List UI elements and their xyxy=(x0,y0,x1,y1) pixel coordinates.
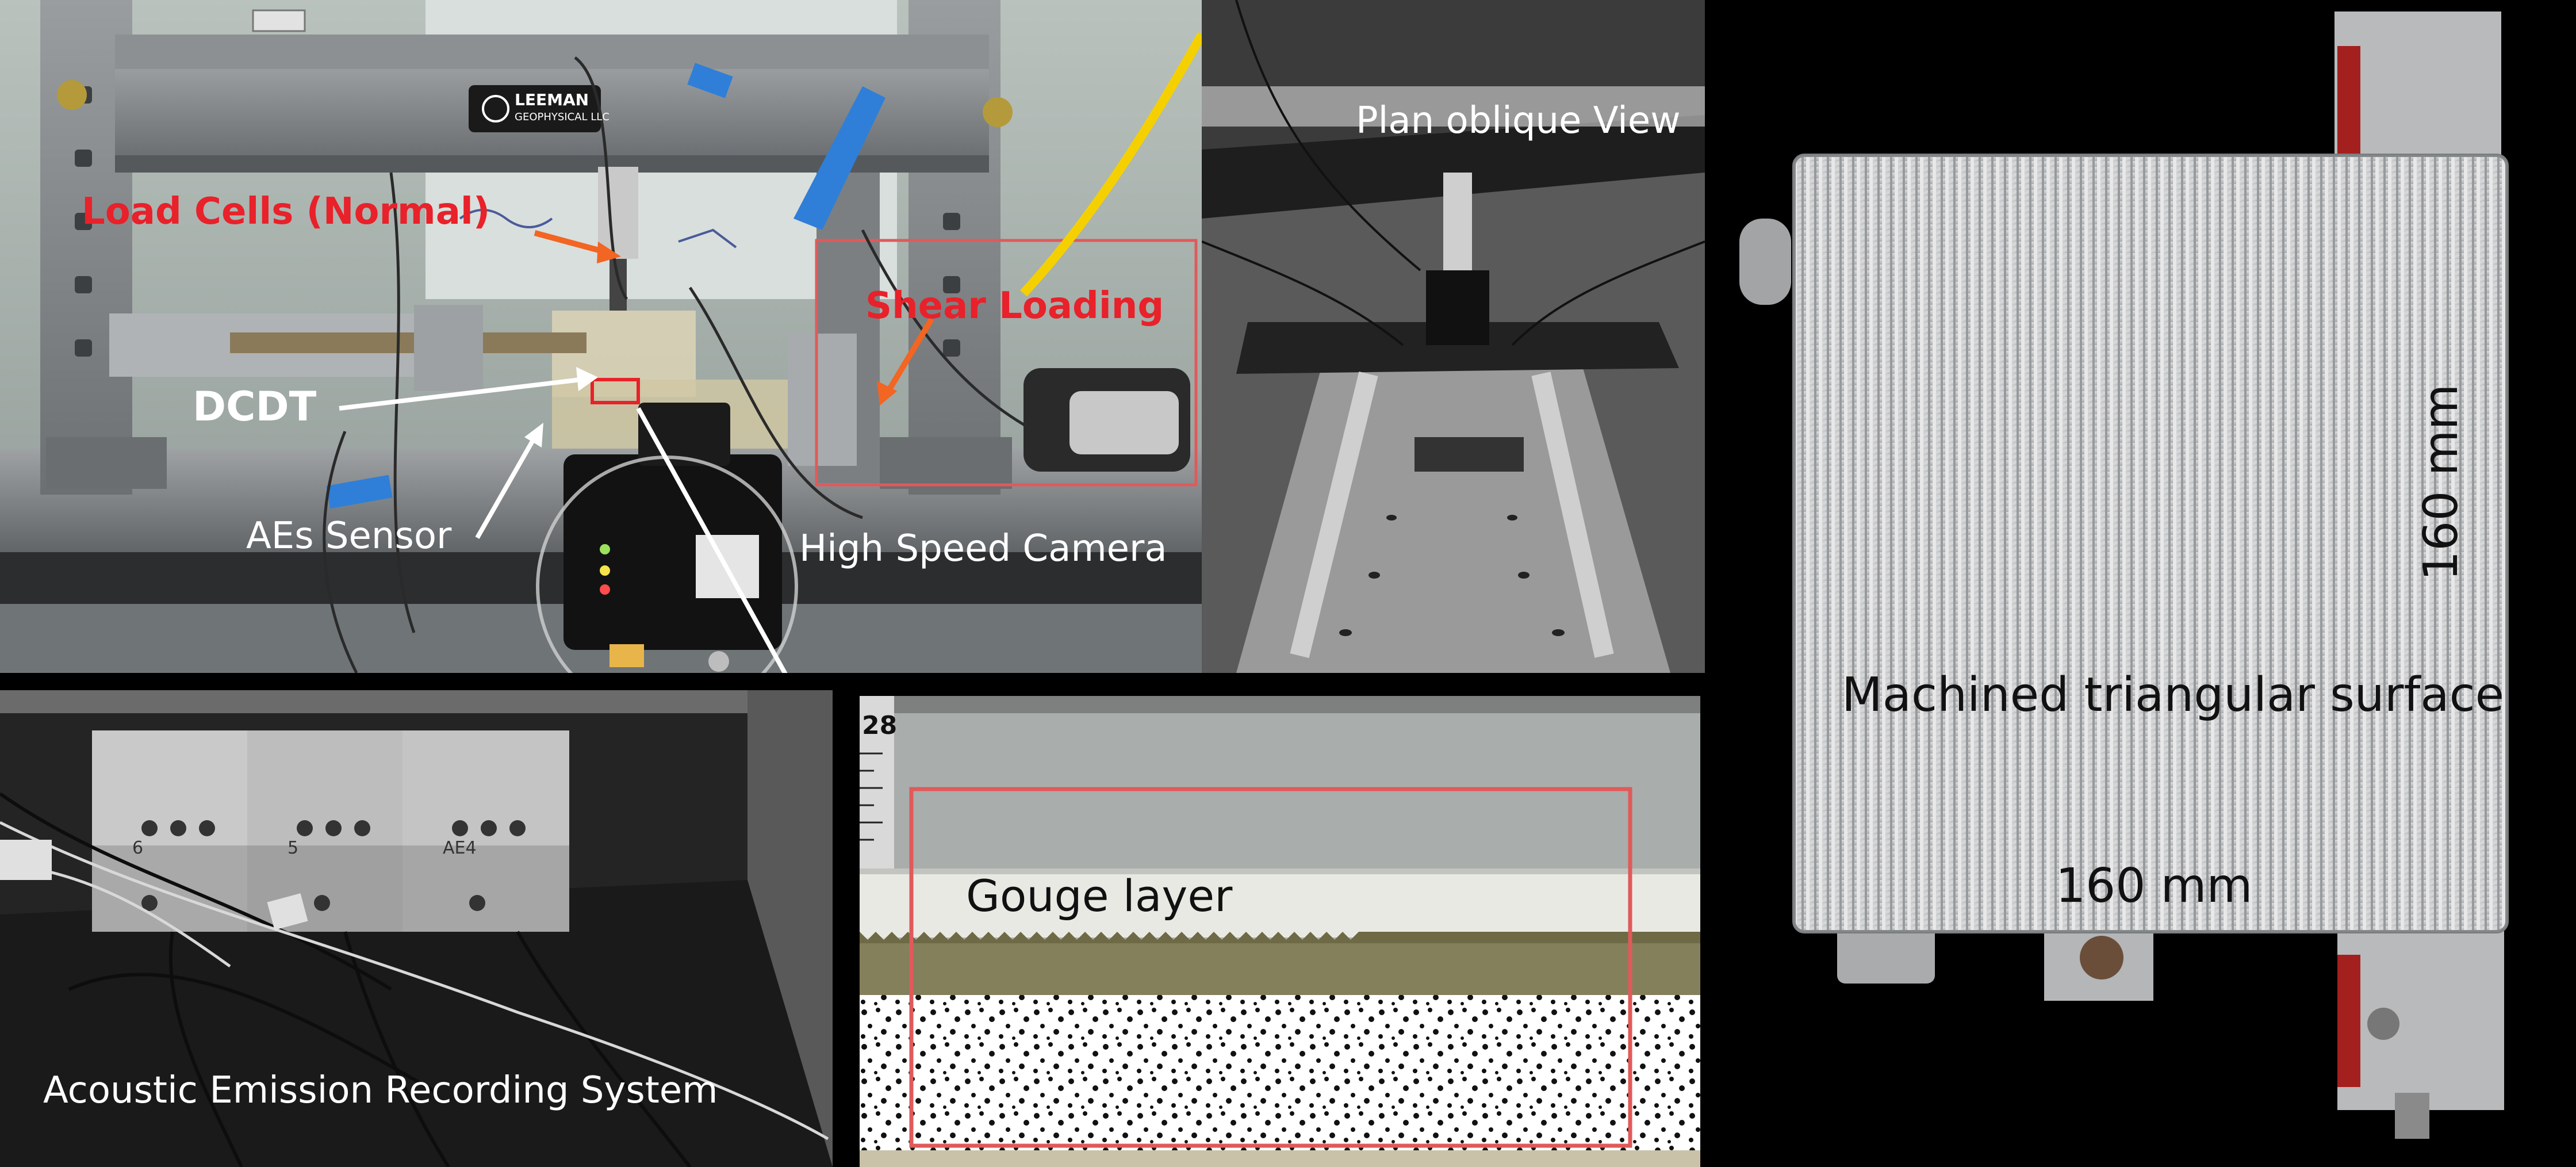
arrow-icon xyxy=(339,230,934,673)
high-speed-camera-label: High Speed Camera xyxy=(799,527,1167,570)
brand-bottom-text: GEOPHYSICAL LLC xyxy=(515,111,610,123)
ruler-number: 28 xyxy=(862,711,898,740)
brand-top-text: LEEMAN xyxy=(515,90,589,109)
plan-oblique-panel: Plan oblique View xyxy=(1202,0,1705,673)
shear-loading-label: Shear Loading xyxy=(865,285,1164,327)
machined-surface-label: Machined triangular surface xyxy=(1842,668,2505,722)
gouge-layer-panel: 28 Gouge layer xyxy=(860,696,1700,1167)
aes-sensor-label: AEs Sensor xyxy=(246,515,452,557)
rig-photo xyxy=(0,0,1202,673)
ae-module-channel-5: 5 xyxy=(288,838,299,858)
load-cells-label: Load Cells (Normal) xyxy=(82,190,490,233)
machined-block-photo xyxy=(1705,0,2576,1167)
dimension-height-label: 160 mm xyxy=(2414,384,2468,581)
acoustic-emission-label: Acoustic Emission Recording System xyxy=(43,1069,718,1112)
ae-recording-panel: 6 5 AE4 Acoustic Emission Recording Syst… xyxy=(0,690,833,1167)
dimension-width-label: 160 mm xyxy=(2056,859,2253,913)
plan-oblique-view-label: Plan oblique View xyxy=(1356,100,1681,142)
plan-oblique-photo xyxy=(1202,0,1705,673)
gouge-layer-photo xyxy=(860,696,1700,1167)
gouge-layer-label: Gouge layer xyxy=(966,870,1233,921)
ae-module-channel-4: AE4 xyxy=(443,838,477,858)
rig-photo-panel: LEEMAN GEOPHYSICAL LLC Load Cells (Norma… xyxy=(0,0,1202,673)
machined-surface-panel: Machined triangular surface 160 mm 160 m… xyxy=(1705,0,2576,1167)
dcdt-label: DCDT xyxy=(193,383,317,430)
ae-module-channel-6: 6 xyxy=(132,838,144,858)
ae-recording-photo xyxy=(0,690,833,1167)
